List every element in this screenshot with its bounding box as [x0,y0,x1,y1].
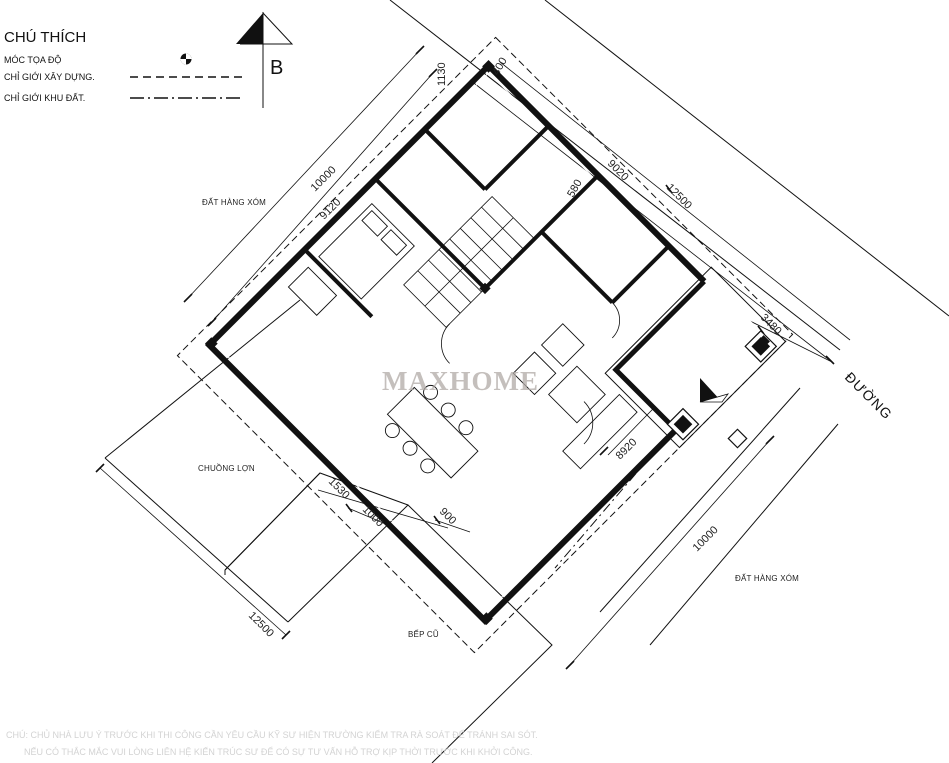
legend-item-building-line: CHỈ GIỚI XÂY DỰNG. [4,71,95,82]
dim-10000-right: 10000 [691,524,721,554]
footer-note-line-2: NẾU CÓ THẮC MẮC VUI LÒNG LIÊN HỆ KIẾN TR… [24,746,533,757]
area-label-neighbor-top: ĐẤT HÀNG XÓM [202,197,266,207]
legend-item-survey-marker: MÓC TỌA ĐỘ [4,55,61,65]
road-label: ĐƯỜNG [842,369,896,423]
north-arrow: B [236,11,294,108]
dim-1130: 1130 [436,62,448,86]
north-arrow-letter: B [270,57,283,79]
area-label-old-kitchen: BẾP CŨ [408,629,439,639]
dim-580: 580 [565,178,585,200]
legend-title: CHÚ THÍCH [4,29,86,46]
site-markers [699,378,748,449]
legend-item-lot-line: CHỈ GIỚI KHU ĐẤT. [4,92,85,103]
dim-8920: 8920 [614,436,640,462]
building [176,36,794,654]
area-label-neighbor-right: ĐẤT HÀNG XÓM [735,573,799,583]
area-label-pig-pen: CHUỒNG LỢN [198,463,255,473]
legend: CHÚ THÍCH MÓC TỌA ĐỘ CHỈ GIỚI XÂY DỰNG. … [4,29,242,103]
watermark: MAXHOME [382,366,539,396]
dim-10000-top: 10000 [309,164,339,194]
dim-12500-bottom: 12500 [246,610,276,640]
dim-1000: 1000 [360,504,386,530]
footer-note-line-1: CHÚ: CHỦ NHÀ LƯU Ý TRƯỚC KHI THI CÔNG CẦ… [6,729,538,740]
boundary-marker-square [727,428,748,449]
dim-400: 400 [490,56,510,78]
dim-12500-top: 12500 [664,182,694,212]
survey-marker-icon [180,53,192,65]
